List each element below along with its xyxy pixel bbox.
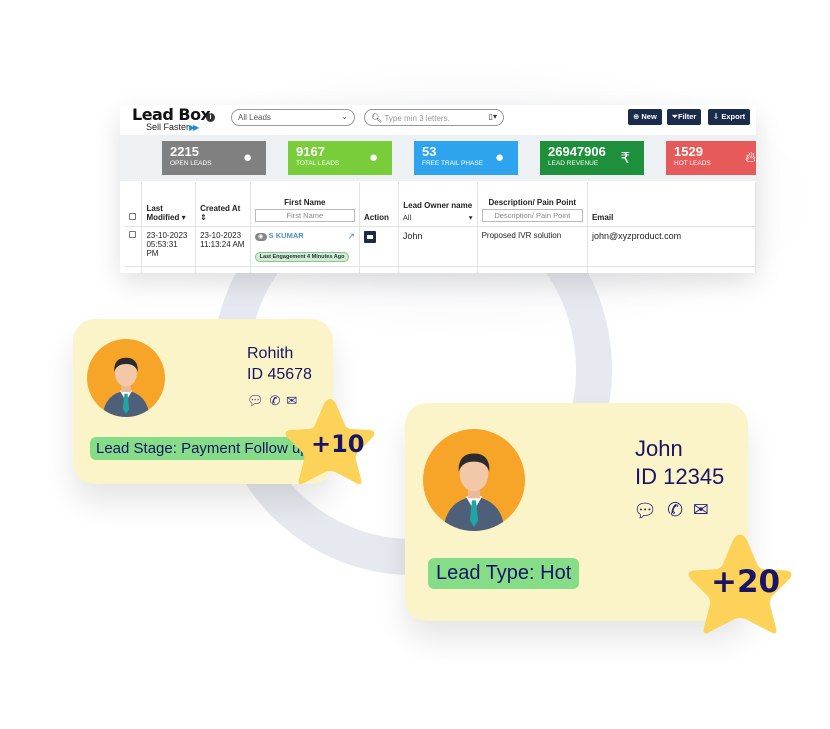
chevron-down-icon: ⌄ [341, 112, 348, 121]
lead-type-badge: Lead Type: Hot [428, 558, 580, 589]
sort-desc-icon: ▾ [181, 212, 186, 222]
avatar [423, 429, 525, 531]
owner-cell: John [398, 226, 478, 267]
table-header-row: Last Modified ▾ Created At⇕ First Name F… [125, 182, 756, 227]
user-icon: ● [494, 149, 504, 166]
chat-icon[interactable]: 💬︎ [633, 501, 658, 522]
profile-card-john[interactable]: John ID 12345 💬︎ ✆ ✉ Lead Type: Hot [405, 403, 748, 621]
first-name-filter-input[interactable]: First Name [254, 208, 356, 222]
contact-icons: 💬︎ ✆ ✉ [247, 393, 297, 409]
select-all-checkbox[interactable] [129, 212, 136, 220]
first-name-header: First Name First Name [250, 182, 361, 227]
crm-panel: Lead Box Sell Faster▶▶ i All Leads⌄ 🔍︎Ty… [120, 105, 756, 273]
rupee-icon: ₹ [620, 150, 630, 167]
user-icon: ● [242, 149, 252, 166]
email-cell: john@xyzproduct.com [587, 226, 756, 267]
filter-button[interactable]: ⏷Filter [667, 109, 702, 125]
person-id: ID 12345 [635, 464, 725, 489]
table-row [125, 266, 756, 273]
logo: Lead Box Sell Faster▶▶ [132, 105, 211, 132]
engagement-badge: Last Engagement 4 Minutes Ago [254, 251, 350, 262]
action-cell [359, 226, 399, 267]
email-header: Email [587, 182, 756, 227]
first-name-cell: ◉S KUMAR ↗ Last Engagement 4 Minutes Ago [250, 226, 361, 267]
search-icon: 🔍︎ [371, 113, 383, 123]
last-modified-header[interactable]: Last Modified ▾ [141, 182, 197, 227]
lead-name-link[interactable]: S KUMAR [268, 230, 304, 240]
lead-stage-badge: Lead Stage: Payment Follow up [90, 437, 315, 460]
businessman-icon [443, 453, 505, 531]
top-bar: Lead Box Sell Faster▶▶ i All Leads⌄ 🔍︎Ty… [120, 105, 756, 133]
logo-name: Lead Box [132, 105, 211, 124]
logo-tagline: Sell Faster▶▶ [146, 122, 199, 132]
points-badge: +10 [311, 430, 365, 458]
fire-icon: 🔥︎ [744, 149, 756, 166]
device-dropdown-icon[interactable]: ▯▾ [488, 112, 497, 121]
leads-table: Last Modified ▾ Created At⇕ First Name F… [125, 182, 756, 273]
description-filter-input[interactable]: Description/ Pain Point [481, 208, 583, 222]
description-header: Description/ Pain Point Description/ Pai… [477, 182, 588, 227]
external-link-icon[interactable]: ↗ [347, 230, 356, 241]
chat-icon[interactable]: 💬︎ [247, 393, 264, 408]
lead-owner-header: Lead Owner name All▾ [398, 182, 478, 227]
person-id: ID 45678 [247, 366, 312, 383]
leads-filter-select[interactable]: All Leads⌄ [231, 109, 355, 126]
star-icon [688, 534, 792, 634]
phone-icon[interactable]: ✆ [667, 500, 684, 521]
star-icon [285, 399, 375, 485]
action-menu-icon[interactable] [364, 230, 377, 243]
export-button[interactable]: ⇩ Export [708, 109, 751, 125]
person-name: John [635, 436, 683, 461]
fast-forward-icon: ▶▶ [189, 123, 199, 132]
person-name: Rohith [247, 345, 294, 362]
avatar [87, 339, 165, 417]
row-select-cell [125, 226, 143, 267]
new-button[interactable]: ⊕ New [628, 109, 662, 125]
created-at-header[interactable]: Created At⇕ [195, 182, 251, 227]
row-checkbox[interactable] [129, 230, 136, 238]
eye-icon[interactable]: ◉ [254, 232, 267, 241]
info-icon[interactable]: i [206, 113, 215, 122]
caret-down-icon: ▾ [468, 212, 473, 222]
phone-icon[interactable]: ✆ [269, 393, 281, 408]
sort-icon: ⇕ [200, 212, 207, 222]
points-badge: +20 [711, 564, 781, 600]
user-icon: ● [368, 149, 378, 166]
profile-card-rohith[interactable]: Rohith ID 45678 💬︎ ✆ ✉ Lead Stage: Payme… [73, 319, 333, 484]
select-all-header [125, 182, 143, 227]
contact-icons: 💬︎ ✆ ✉ [633, 499, 709, 523]
mail-icon[interactable]: ✉ [693, 500, 709, 521]
action-header: Action [359, 182, 399, 227]
mail-icon[interactable]: ✉ [286, 393, 298, 408]
lead-owner-select[interactable]: All▾ [402, 212, 473, 222]
businessman-icon [102, 357, 150, 417]
search-input[interactable]: 🔍︎Type min 3 letters. ▯▾ [364, 109, 504, 126]
description-cell: Proposed IVR solution [477, 226, 588, 267]
